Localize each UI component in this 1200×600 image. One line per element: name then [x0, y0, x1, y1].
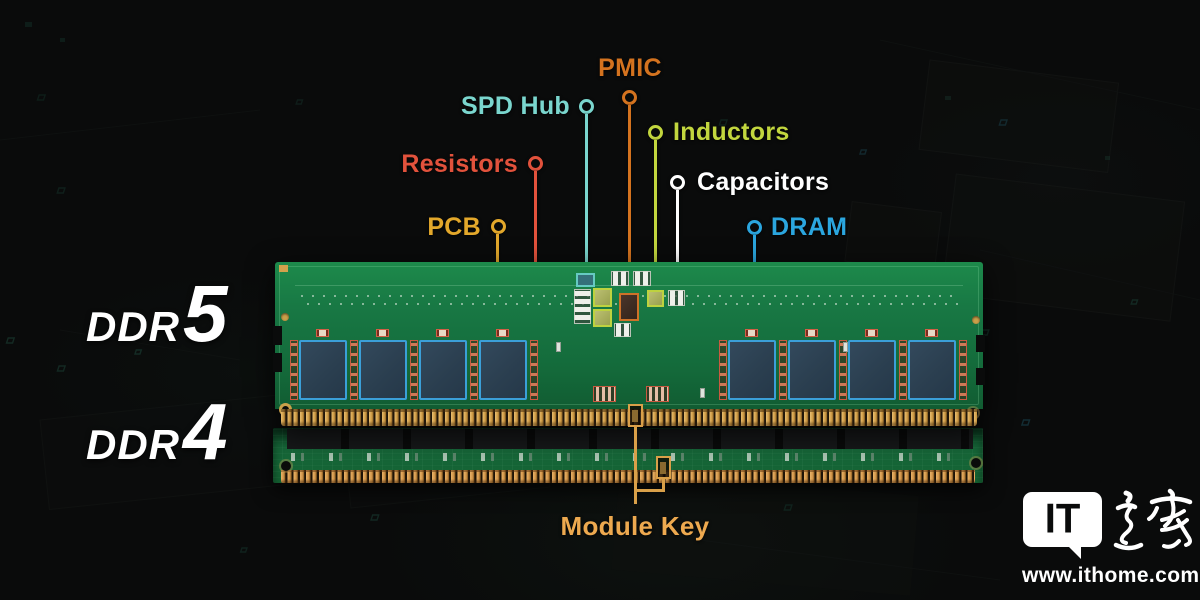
ddr5-gold-pad	[279, 265, 288, 272]
dram-chip	[479, 340, 527, 400]
spd-hub-leader-line	[585, 114, 588, 272]
module-key-line-main	[634, 427, 637, 504]
dram-chip	[299, 340, 347, 400]
dram-chip	[788, 340, 836, 400]
smd-resistor	[805, 329, 818, 337]
spd-hub-marker	[579, 99, 594, 114]
capacitor-pair	[668, 290, 685, 306]
resistor-strip	[350, 340, 358, 400]
smd-resistor	[745, 329, 758, 337]
spd-hub-label: SPD Hub	[460, 92, 570, 120]
ddr5-edge-notch	[273, 353, 282, 372]
dram-chip	[359, 340, 407, 400]
dram-marker	[747, 220, 762, 235]
ddr4-mount-hole-left	[281, 461, 291, 471]
pmic-label: PMIC	[598, 54, 662, 82]
smd-resistor	[376, 329, 389, 337]
resistor-strip	[839, 340, 847, 400]
ddr4-dram-chip-row	[287, 429, 973, 449]
inductor-component	[647, 290, 664, 307]
resistors-leader-line	[534, 171, 537, 338]
ddr4-mount-hole-right	[971, 458, 981, 468]
capacitors-label: Capacitors	[697, 168, 830, 196]
pmic-chip	[619, 293, 639, 321]
spd-hub-chip	[576, 273, 595, 287]
resistors-marker	[528, 156, 543, 171]
ddr4-title-prefix: DDR	[86, 421, 180, 468]
ddr5-edge-notch	[273, 326, 282, 345]
dram-chip	[419, 340, 467, 400]
pcb-trace	[295, 285, 963, 286]
resistor-strip	[899, 340, 907, 400]
ddr4-module	[273, 428, 983, 483]
smd-capacitor	[843, 342, 848, 352]
dram-chip	[908, 340, 956, 400]
pcb-label: PCB	[427, 213, 481, 241]
inductor-component	[593, 288, 612, 307]
resistor-group	[646, 386, 669, 402]
ddr5-title-prefix: DDR	[86, 303, 180, 350]
module-key-label: Module Key	[560, 511, 710, 541]
resistor-strip	[290, 340, 298, 400]
resistor-group	[593, 386, 616, 402]
smd-capacitor	[556, 342, 561, 352]
capacitor-pair	[614, 323, 631, 337]
capacitors-leader-line	[676, 190, 679, 296]
smd-capacitor	[700, 388, 705, 398]
ddr4-gold-pins	[281, 470, 975, 483]
ddr4-module-key-notch	[656, 456, 671, 479]
ithome-speech-bubble-tail	[1068, 546, 1081, 559]
resistor-strip	[470, 340, 478, 400]
ithome-speech-bubble: IT	[1023, 492, 1102, 547]
resistor-strip	[410, 340, 418, 400]
ddr4-title: DDR 4	[86, 387, 228, 476]
ddr5-gold-via	[281, 313, 289, 321]
dram-label: DRAM	[771, 213, 848, 241]
ddr5-module	[273, 262, 985, 426]
smd-resistor	[925, 329, 938, 337]
ddr5-edge-notch	[976, 335, 985, 352]
resistor-strip	[959, 340, 967, 400]
ddr5-module-key-notch	[628, 404, 643, 427]
resistor-strip	[719, 340, 727, 400]
capacitors-marker	[670, 175, 685, 190]
inductor-component	[593, 309, 612, 327]
dram-chip	[848, 340, 896, 400]
inductors-marker	[648, 125, 663, 140]
pcb-leader-line	[496, 234, 499, 284]
module-key-line-elbow	[634, 489, 665, 492]
ithome-logo-text: IT	[1044, 495, 1081, 543]
pmic-marker	[622, 90, 637, 105]
inductors-label: Inductors	[673, 118, 790, 146]
ddr5-title-number: 5	[183, 269, 228, 358]
dram-chip	[728, 340, 776, 400]
ddr4-title-number: 4	[183, 387, 228, 476]
capacitor-column	[574, 289, 591, 324]
smd-resistor	[865, 329, 878, 337]
ddr5-gold-via-right	[972, 316, 980, 324]
ddr4-component-row	[291, 453, 967, 461]
ithome-logo: IT www.ithome.com	[1016, 486, 1200, 592]
pcb-marker	[491, 219, 506, 234]
resistors-label: Resistors	[401, 150, 518, 178]
ddr5-edge-notch	[976, 368, 985, 385]
smd-resistor	[436, 329, 449, 337]
resistor-strip	[530, 340, 538, 400]
smd-resistor	[316, 329, 329, 337]
resistor-strip	[779, 340, 787, 400]
ithome-url: www.ithome.com	[1022, 564, 1200, 587]
capacitor-pair	[611, 271, 629, 286]
inductors-leader-line	[654, 140, 657, 293]
ddr5-title: DDR 5	[86, 269, 228, 358]
smd-resistor	[496, 329, 509, 337]
pmic-leader-line	[628, 105, 631, 300]
capacitor-pair	[633, 271, 651, 286]
ithome-cjk-calligraphy	[1113, 488, 1193, 551]
